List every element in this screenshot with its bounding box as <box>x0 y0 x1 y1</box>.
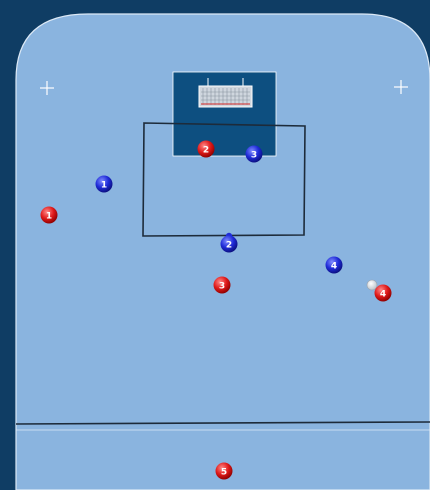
blue-player-4: 4 <box>326 257 343 274</box>
blue-player-3: 3 <box>246 146 263 163</box>
red-player-2: 2 <box>198 141 215 158</box>
svg-text:3: 3 <box>219 282 225 292</box>
svg-text:4: 4 <box>331 262 337 272</box>
svg-text:5: 5 <box>221 468 227 478</box>
svg-text:1: 1 <box>101 181 107 191</box>
red-player-3: 3 <box>214 277 231 294</box>
red-player-1: 1 <box>41 207 58 224</box>
blue-player-1: 1 <box>96 176 113 193</box>
red-player-4: 4 <box>375 285 392 302</box>
ball-icon <box>367 280 377 290</box>
svg-text:4: 4 <box>380 290 386 300</box>
svg-text:2: 2 <box>203 146 209 156</box>
svg-text:1: 1 <box>46 212 52 222</box>
svg-text:3: 3 <box>251 151 257 161</box>
goal-crease <box>173 72 276 156</box>
svg-text:2: 2 <box>226 241 232 251</box>
red-player-5: 5 <box>216 463 233 480</box>
